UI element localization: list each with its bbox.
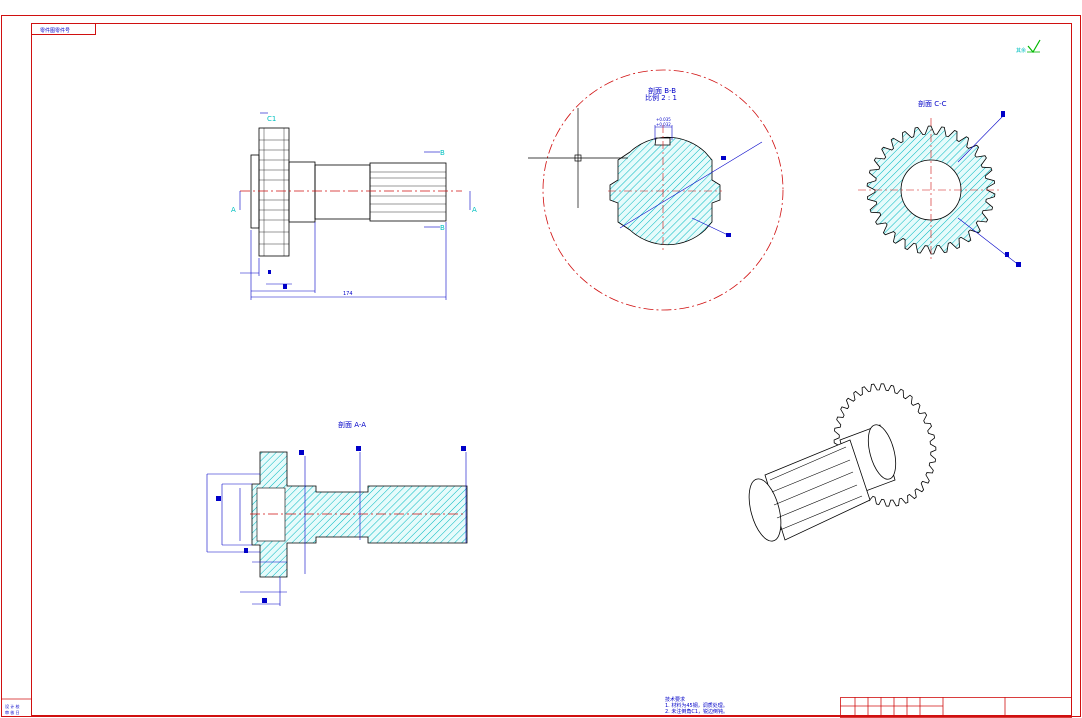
notes-line2: 2. 未注倒角C1，锐边倒钝。 — [665, 708, 728, 715]
front-label-c1: C1 — [267, 115, 276, 123]
section-a-title: 剖面 A-A — [338, 420, 366, 429]
inner-frame — [31, 23, 1072, 716]
corner-code-text: 零件图零件号 — [40, 27, 70, 34]
notes-heading: 技术要求 — [665, 696, 685, 703]
section-c-title: 剖面 C-C — [918, 99, 947, 108]
svg-text:设 计 校: 设 计 校 — [5, 703, 20, 709]
title-block — [840, 697, 1072, 718]
isometric-view — [748, 383, 937, 542]
section-b-hatch — [609, 136, 721, 246]
front-label-b-bottom: B — [440, 224, 445, 232]
front-dimensions — [239, 112, 471, 300]
cursor-crosshair — [528, 108, 628, 208]
section-b-dim-2: +0.032 — [656, 122, 671, 127]
corner-code-box — [31, 23, 96, 35]
outer-frame — [1, 15, 1081, 717]
roughness-mark: 其余 — [1016, 39, 1041, 54]
section-b-scale: 比例 2 : 1 — [645, 93, 677, 102]
section-a-hatch — [251, 451, 468, 578]
notes-line1: 1. 材料为45钢，调质处理。 — [665, 702, 728, 709]
front-dim-total: 174 — [343, 291, 353, 297]
section-a-dimensions — [206, 452, 467, 606]
left-block: 设 计 校 审 核 日 — [2, 698, 31, 715]
front-view — [250, 127, 447, 257]
front-label-a-right: A — [472, 206, 477, 214]
section-b-title: 剖面 B-B — [648, 86, 676, 95]
front-label-b-top: B — [440, 149, 445, 157]
front-label-a-left: A — [231, 206, 236, 214]
detail-circle — [542, 69, 784, 311]
svg-text:其余: 其余 — [1016, 47, 1026, 54]
svg-text:审 核 日: 审 核 日 — [5, 709, 20, 715]
section-b-dim-1: +0.035 — [656, 117, 671, 122]
